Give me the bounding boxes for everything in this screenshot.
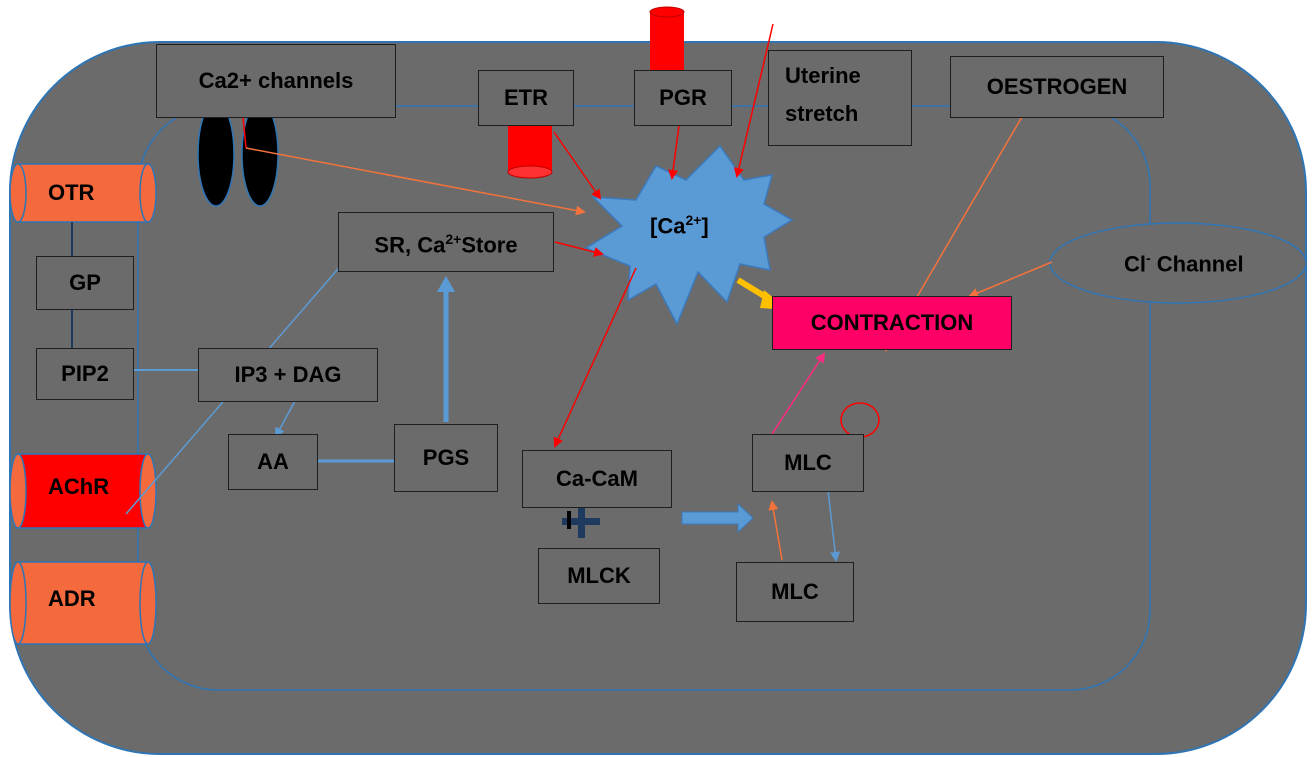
pgs-box: PGS — [394, 424, 498, 492]
pgr-box: PGR — [634, 70, 732, 126]
gp-label: GP — [69, 268, 101, 298]
etr-box: ETR — [478, 70, 574, 126]
ca-channels-label: Ca2+ channels — [199, 66, 354, 96]
mlck-label: MLCK — [567, 561, 631, 591]
oestrogen-label: OESTROGEN — [987, 72, 1128, 102]
contraction-label: CONTRACTION — [811, 308, 974, 338]
pgr-receptor-cylinder — [650, 7, 684, 72]
mlc-upper-box: MLC — [752, 434, 864, 492]
pgs-label: PGS — [423, 443, 469, 473]
contraction-box: CONTRACTION — [772, 296, 1012, 350]
pip2-label: PIP2 — [61, 359, 109, 389]
ca-cam-label: Ca-CaM — [556, 464, 638, 494]
sr-store-label: SR, Ca2+Store — [374, 224, 517, 260]
uterine-stretch-label-line2: stretch — [785, 99, 911, 129]
oestrogen-box: OESTROGEN — [950, 56, 1164, 118]
aa-label: AA — [257, 447, 289, 477]
sr-store-box: SR, Ca2+Store — [338, 212, 554, 272]
otr-label: OTR — [48, 180, 94, 206]
cl-channel-label: Cl- Channel — [1124, 250, 1244, 277]
ip3-dag-label: IP3 + DAG — [235, 360, 342, 390]
mlc-lower-label: MLC — [771, 577, 819, 607]
gp-box: GP — [36, 256, 134, 310]
ip3-dag-box: IP3 + DAG — [198, 348, 378, 402]
etr-label: ETR — [504, 83, 548, 113]
mlck-box: MLCK — [538, 548, 660, 604]
achr-label: AChR — [48, 474, 109, 500]
aa-box: AA — [228, 434, 318, 490]
mlc-upper-label: MLC — [784, 448, 832, 478]
ca-cam-box: Ca-CaM — [522, 450, 672, 508]
uterine-stretch-box: Uterine stretch — [768, 50, 912, 146]
ca-channels-box: Ca2+ channels — [156, 44, 396, 118]
mlc-lower-box: MLC — [736, 562, 854, 622]
pip2-box: PIP2 — [36, 348, 134, 400]
pgr-label: PGR — [659, 83, 707, 113]
adr-label: ADR — [48, 586, 96, 612]
etr-receptor-cylinder — [508, 124, 552, 178]
uterine-stretch-label-line1: Uterine — [785, 61, 911, 91]
calcium-label: [Ca2+] — [650, 212, 709, 239]
